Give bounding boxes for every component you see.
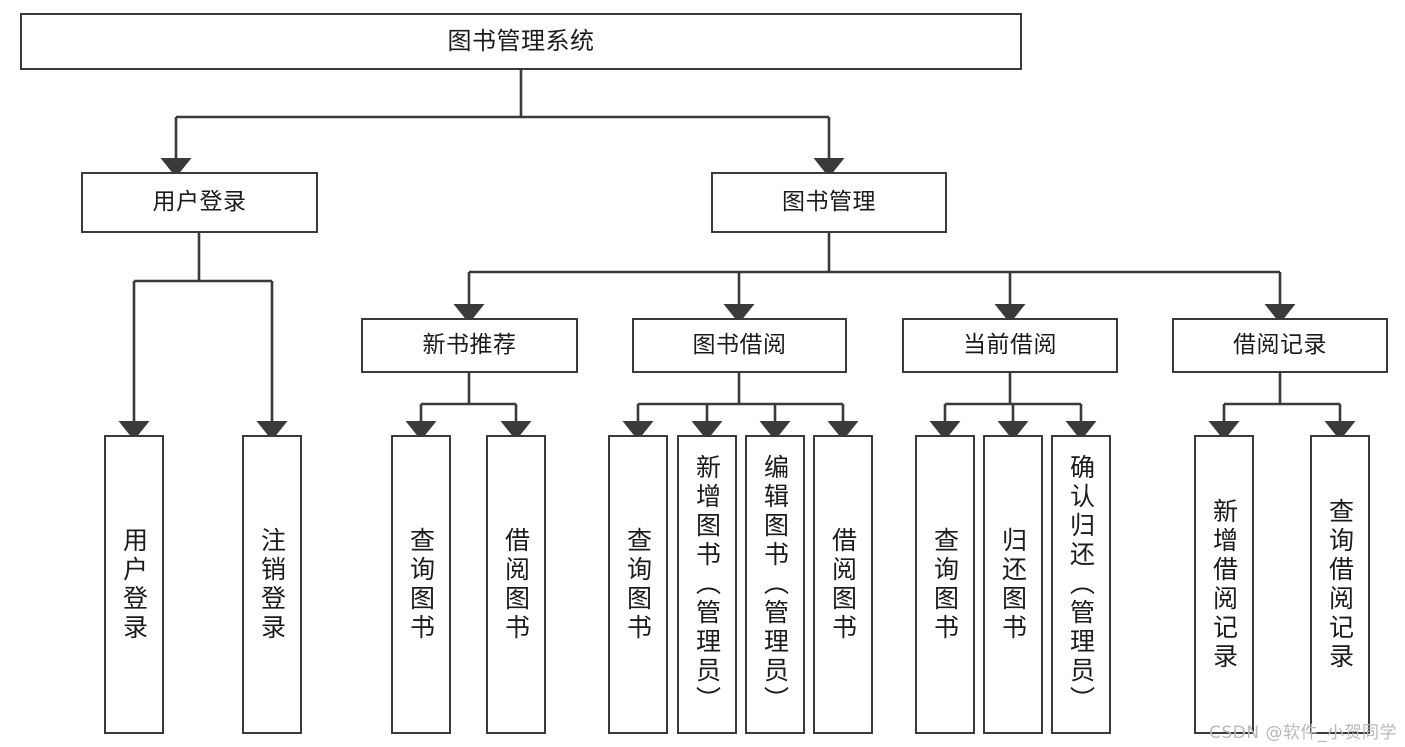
node-book-manage[interactable]: 图书管理 xyxy=(711,172,947,233)
node-leaf-user-login[interactable]: 用户登录 xyxy=(104,435,164,734)
node-label: 确认归还（管理员） xyxy=(1066,454,1096,715)
node-leaf-logout[interactable]: 注销登录 xyxy=(242,435,302,734)
node-label: 查询借阅记录 xyxy=(1325,497,1355,672)
node-label: 归还图书 xyxy=(998,526,1028,643)
node-leaf-query-borrow-record[interactable]: 查询借阅记录 xyxy=(1310,435,1370,734)
node-label: 图书管理系统 xyxy=(447,27,595,56)
node-book-borrow[interactable]: 图书借阅 xyxy=(632,318,847,373)
node-label: 借阅图书 xyxy=(828,526,858,643)
node-leaf-borrow-book-recommend[interactable]: 借阅图书 xyxy=(486,435,546,734)
node-label: 新书推荐 xyxy=(422,331,517,358)
node-label: 当前借阅 xyxy=(963,331,1057,358)
node-label: 借阅图书 xyxy=(501,526,531,643)
node-label: 新增图书（管理员） xyxy=(692,454,722,715)
node-borrow-record[interactable]: 借阅记录 xyxy=(1172,318,1388,373)
node-current-borrow[interactable]: 当前借阅 xyxy=(902,318,1118,373)
node-label: 图书管理 xyxy=(782,188,876,215)
node-label: 编辑图书（管理员） xyxy=(760,454,790,715)
node-label: 注销登录 xyxy=(257,526,287,643)
node-label: 借阅记录 xyxy=(1233,331,1327,358)
node-leaf-borrow-book[interactable]: 借阅图书 xyxy=(813,435,873,734)
node-label: 查询图书 xyxy=(623,526,653,643)
node-leaf-edit-book[interactable]: 编辑图书（管理员） xyxy=(745,435,805,734)
node-label: 用户登录 xyxy=(119,526,149,643)
node-label: 查询图书 xyxy=(406,526,436,643)
node-label: 新增借阅记录 xyxy=(1209,497,1239,672)
watermark-text: CSDN @软件_小贺同学 xyxy=(1209,723,1397,743)
node-label: 查询图书 xyxy=(930,526,960,643)
node-leaf-query-book-borrow[interactable]: 查询图书 xyxy=(608,435,668,734)
node-leaf-query-book-current[interactable]: 查询图书 xyxy=(915,435,975,734)
node-leaf-add-borrow-record[interactable]: 新增借阅记录 xyxy=(1194,435,1254,734)
node-leaf-return-book[interactable]: 归还图书 xyxy=(983,435,1043,734)
node-leaf-query-book-recommend[interactable]: 查询图书 xyxy=(391,435,451,734)
node-leaf-confirm-return[interactable]: 确认归还（管理员） xyxy=(1051,435,1111,734)
node-label: 图书借阅 xyxy=(692,331,787,358)
node-label: 用户登录 xyxy=(152,188,247,215)
node-user-login[interactable]: 用户登录 xyxy=(81,172,318,233)
node-new-book-recommend[interactable]: 新书推荐 xyxy=(361,318,578,373)
node-root-system[interactable]: 图书管理系统 xyxy=(20,13,1022,70)
node-leaf-add-book[interactable]: 新增图书（管理员） xyxy=(677,435,737,734)
